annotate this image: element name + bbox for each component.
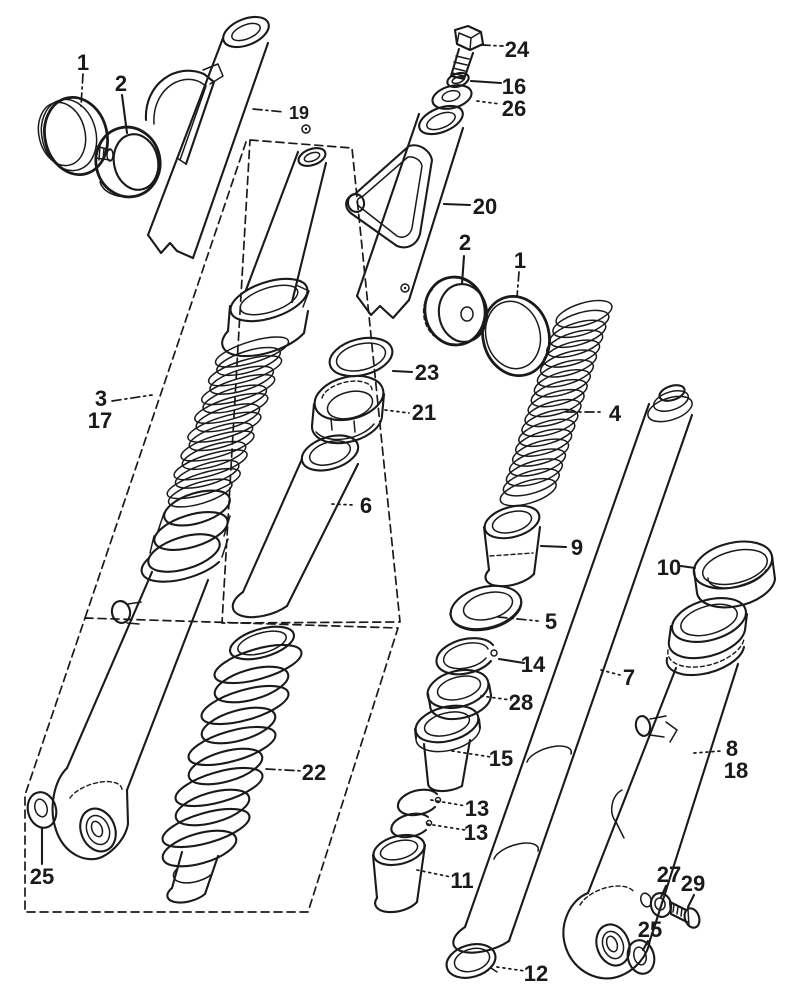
callout-3: 3	[95, 386, 107, 411]
part-6-seat-pipe	[231, 434, 360, 619]
part-5-spring-seat	[449, 584, 523, 632]
callout-8: 8	[726, 736, 738, 761]
part-1-screen-cap-right	[481, 294, 551, 378]
part-3-17-left-fork-assembly	[51, 147, 328, 861]
callout-23: 23	[415, 360, 439, 385]
part-13-snap-ring-lower	[390, 812, 433, 839]
callout-25-left: 25	[30, 864, 54, 889]
part-20-fork-cover-right	[301, 104, 465, 320]
callout-12: 12	[524, 961, 548, 986]
callout-1-left: 1	[77, 50, 89, 75]
callout-17: 17	[88, 408, 112, 433]
part-2-ring-left	[94, 125, 162, 199]
callout-7: 7	[623, 665, 635, 690]
callout-10: 10	[657, 555, 681, 580]
callout-21: 21	[412, 400, 436, 425]
callout-19: 19	[289, 103, 309, 123]
callout-2-left: 2	[115, 71, 127, 96]
part-28-oil-seal	[426, 668, 493, 721]
callout-22: 22	[302, 760, 326, 785]
part-4-spring	[499, 299, 613, 507]
part-19-wire-clip	[144, 69, 216, 166]
callout-5: 5	[545, 609, 557, 634]
kit-boundary-boxes	[24, 139, 401, 913]
part-20-gusset-bracket	[345, 144, 434, 249]
part-22-rubber-boot	[161, 625, 303, 904]
part-24-top-bolt	[449, 24, 485, 81]
callout-26: 26	[502, 96, 526, 121]
callout-18: 18	[724, 758, 748, 783]
part-12-dust-seal	[445, 943, 498, 979]
part-11-slide-bushing	[371, 833, 427, 914]
callout-29: 29	[681, 871, 705, 896]
part-2-cap-right	[422, 275, 489, 347]
part-14-snap-ring	[435, 637, 498, 676]
callout-28: 28	[509, 690, 533, 715]
callout-leader-lines	[40, 44, 722, 972]
part-7-piston-tube	[452, 384, 694, 954]
callout-13-upper: 13	[465, 796, 489, 821]
part-10-ring	[692, 540, 777, 609]
part-23-oring	[328, 336, 394, 378]
part-3-17-gaiter	[166, 336, 290, 508]
part-26-washer	[431, 84, 473, 110]
callout-25-right: 25	[638, 917, 662, 942]
part-21-guide-nut	[310, 374, 386, 445]
callout-16: 16	[502, 74, 526, 99]
callout-4: 4	[609, 401, 622, 426]
callout-labels: 1 2 19 24 16 26 20 2 1 3 17 23 21 4 6 9 …	[30, 37, 748, 986]
part-25-washer-left	[26, 791, 58, 829]
part-25-washer-right	[626, 939, 656, 975]
callout-9: 9	[571, 535, 583, 560]
callout-27: 27	[657, 862, 681, 887]
callout-20: 20	[473, 194, 497, 219]
part-19-fork-cover-left	[146, 15, 270, 260]
callout-24: 24	[505, 37, 530, 62]
callout-11: 11	[450, 868, 473, 893]
callout-1-right: 1	[514, 248, 526, 273]
part-1-cap-left	[37, 96, 114, 176]
callout-15: 15	[489, 746, 513, 771]
part-29-drain-bolt	[668, 900, 701, 929]
callout-6: 6	[360, 493, 372, 518]
callout-13-lower: 13	[464, 820, 488, 845]
part-15-flanged-bushing	[413, 704, 482, 793]
part-9-bushing	[482, 504, 542, 588]
callout-2-right: 2	[459, 230, 471, 255]
part-13-snap-ring-upper	[396, 788, 442, 817]
callout-14: 14	[521, 652, 546, 677]
part-8-18-right-fork-leg	[562, 597, 749, 980]
